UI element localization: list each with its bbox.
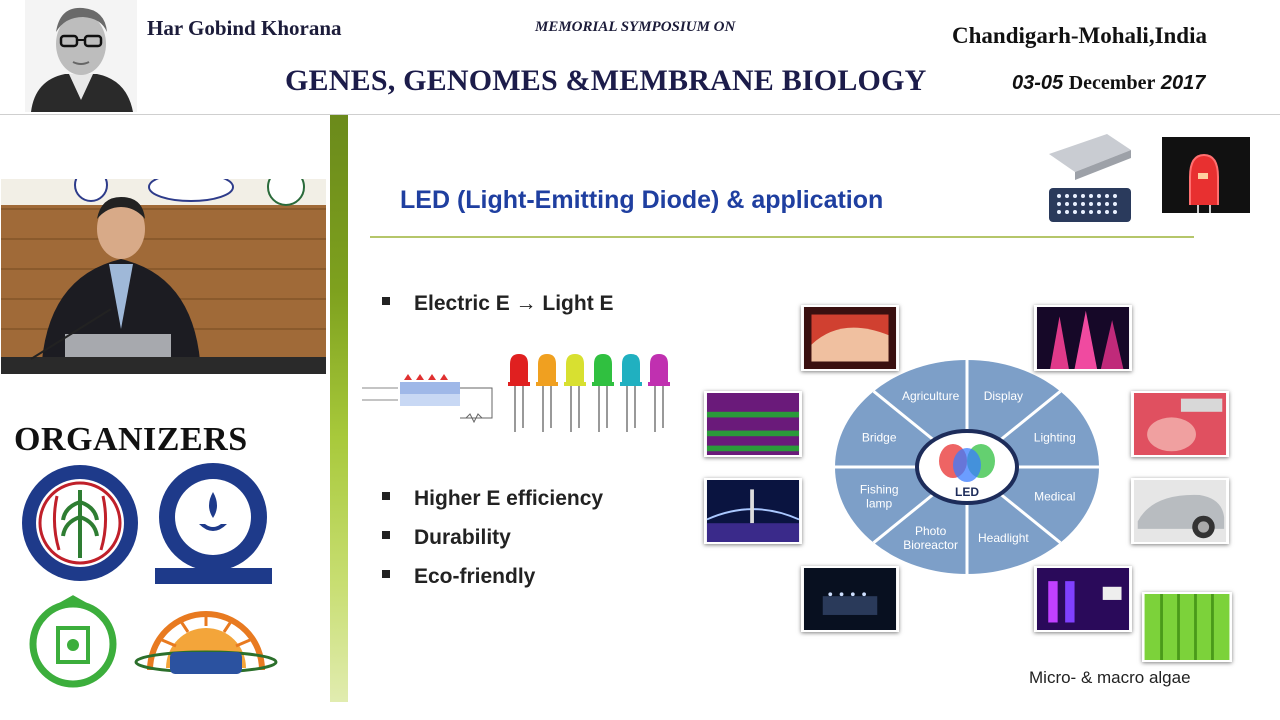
led-bulb: [508, 354, 530, 432]
bullet-marker: [382, 570, 390, 579]
led-bulb: [620, 354, 642, 432]
header-title: GENES, GENOMES &MEMBRANE BIOLOGY: [285, 64, 927, 97]
organizers-heading: ORGANIZERS: [14, 421, 248, 458]
bullet-efficiency: Higher E efficiency: [382, 487, 603, 511]
inst-logo: [134, 611, 278, 674]
slide-divider: [370, 236, 1194, 238]
bridge-photo: [704, 478, 802, 544]
wheel-segment-label: Headlight: [978, 531, 1029, 545]
bullet-marker: [382, 531, 390, 540]
led-bulbs-row: [508, 354, 670, 432]
header-city: Chandigarh-Mohali,India: [952, 23, 1207, 48]
led-bulb: [648, 354, 670, 432]
header-date: 03-05 December 2017: [1012, 72, 1205, 95]
pn-junction-diagram: [362, 374, 493, 424]
agriculture-photo: [704, 391, 802, 457]
bullet-text: Eco-friendly: [414, 565, 536, 588]
speaker-video: [1, 179, 326, 374]
led-diagram-image: [1162, 137, 1250, 213]
date-month: December: [1068, 72, 1156, 94]
header-name: Har Gobind Khorana: [147, 16, 342, 40]
center-led-glow: [953, 448, 981, 482]
bullet-electric-light: Electric E → Light E: [382, 292, 614, 316]
date-days: 03-05: [1012, 72, 1064, 94]
algae-photo: [1142, 592, 1232, 662]
pscst-logo: [29, 595, 117, 688]
date-year: 2017: [1160, 72, 1206, 94]
header: Har Gobind Khorana MEMORIAL SYMPOSIUM ON…: [0, 0, 1280, 115]
wheel-center-label: LED: [955, 485, 979, 499]
bullet-marker: [382, 492, 390, 501]
wheel-segment-label: Medical: [1034, 489, 1075, 503]
led-panel-image: [1049, 134, 1131, 222]
lighting-photo: [1034, 305, 1132, 371]
led-bulb: [564, 354, 586, 432]
iiser-logo: [155, 463, 272, 584]
fishing-lamp-photo: [801, 566, 899, 632]
header-memorial: MEMORIAL SYMPOSIUM ON: [535, 19, 736, 35]
slide-accent-bar: [330, 115, 348, 702]
wheel-segment-label: Display: [984, 389, 1023, 403]
algae-caption: Micro- & macro algae: [1029, 668, 1191, 687]
bullet-marker: [382, 297, 390, 306]
led-bulb: [592, 354, 614, 432]
bullet-text: Durability: [414, 526, 511, 549]
bullet-text: Electric E → Light E: [414, 292, 614, 315]
wheel-segment-label: Lighting: [1034, 431, 1076, 445]
photo-bioreactor-photo: [1034, 566, 1132, 632]
wheel-segment-label: Bridge: [862, 431, 897, 445]
khorana-portrait: [25, 0, 137, 112]
bullet-durability: Durability: [382, 526, 511, 550]
medical-photo: [1131, 391, 1229, 457]
bullet-text: Higher E efficiency: [414, 487, 604, 510]
led-bulb: [536, 354, 558, 432]
bullet-eco-friendly: Eco-friendly: [382, 565, 535, 589]
display-photo: [801, 305, 899, 371]
wheel-segment-label: Agriculture: [902, 389, 960, 403]
naabi-logo: [22, 465, 138, 581]
headlight-photo: [1131, 478, 1229, 544]
slide-title: LED (Light-Emitting Diode) & application: [400, 186, 884, 214]
